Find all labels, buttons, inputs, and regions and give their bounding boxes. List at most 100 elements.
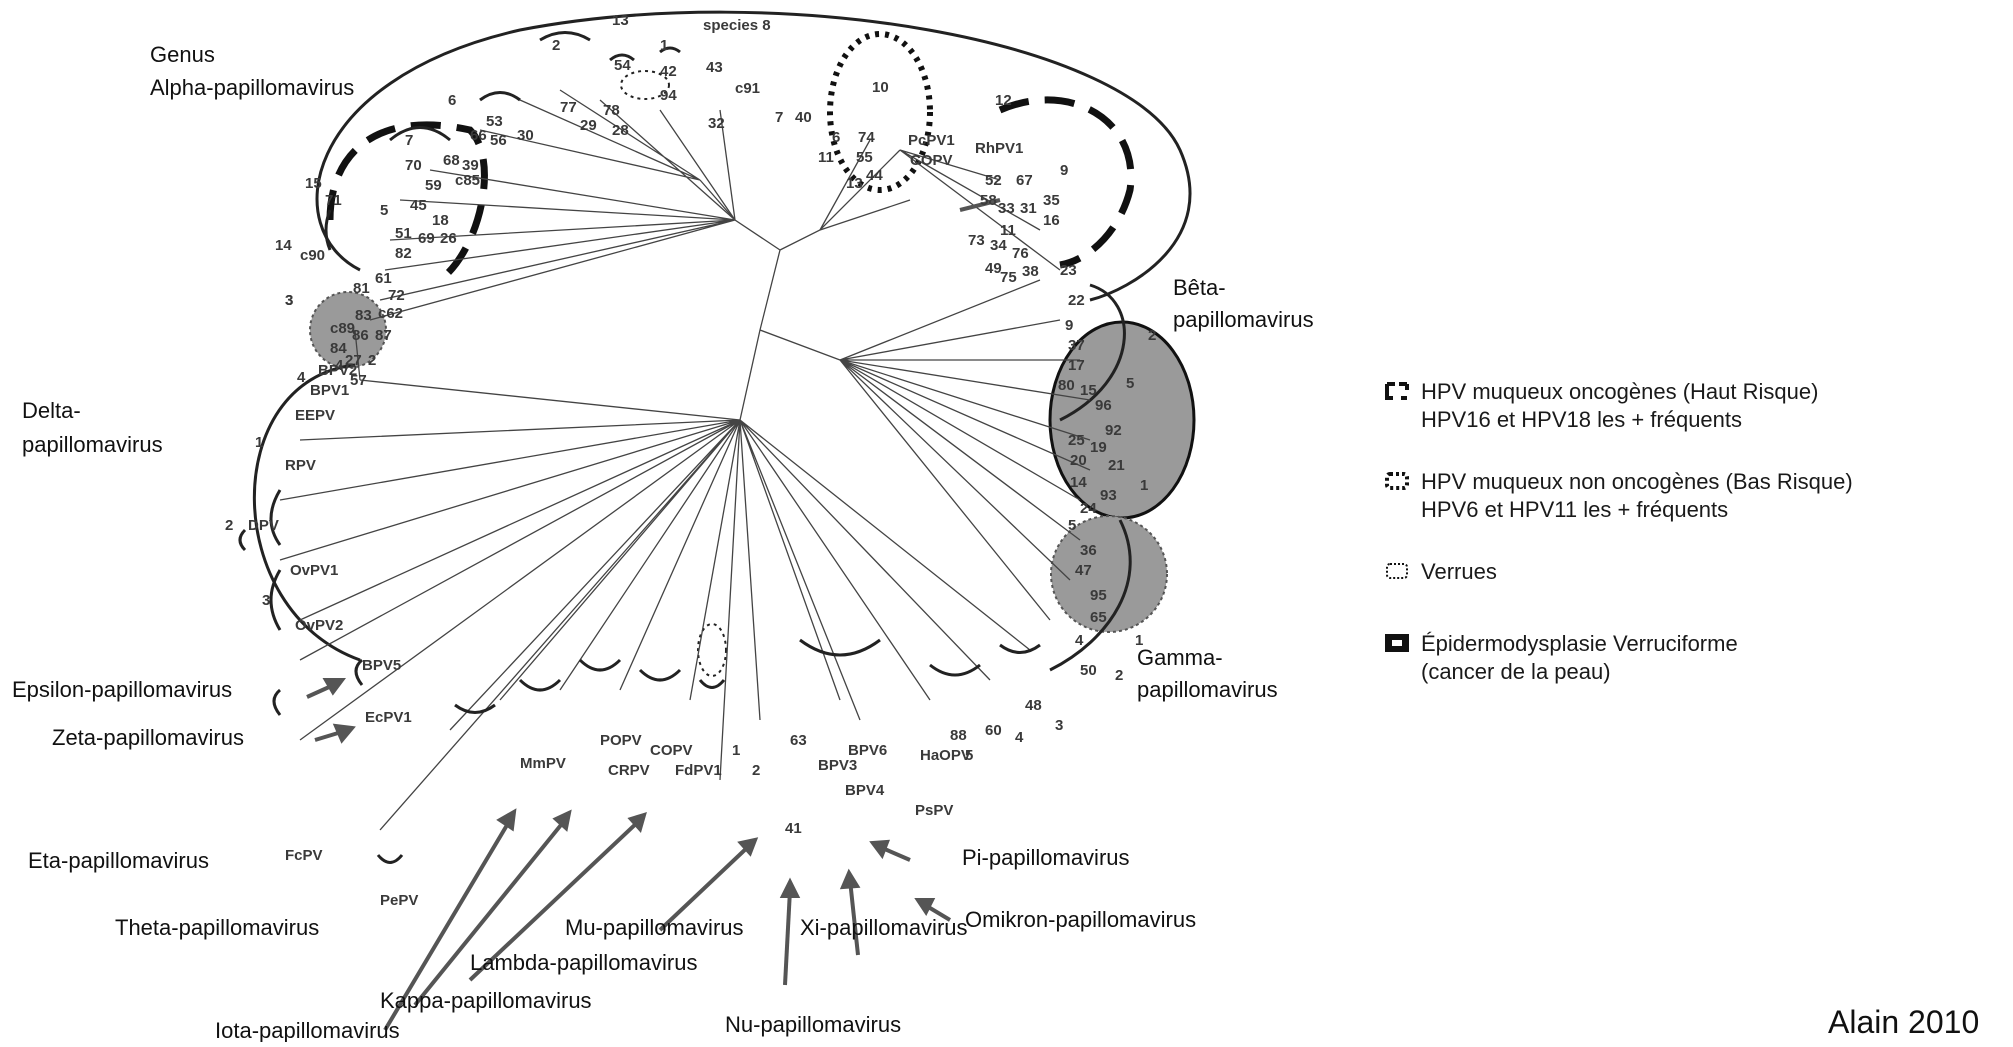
tag: 28 xyxy=(612,122,629,139)
tag: 7 xyxy=(405,132,413,149)
tag: c62 xyxy=(378,305,403,322)
tree-branches xyxy=(279,89,1091,831)
tag: 93 xyxy=(1100,487,1117,504)
tag: 1 xyxy=(732,742,740,759)
tag: 31 xyxy=(1020,200,1037,217)
tag: 29 xyxy=(580,117,597,134)
tag: 2 xyxy=(368,352,376,369)
label-beta-line1: Bêta- xyxy=(1173,275,1226,300)
legend-ev-line1: Épidermodysplasie Verruciforme xyxy=(1421,631,1738,656)
genus-arrows xyxy=(306,198,1001,1032)
tag: 51 xyxy=(395,225,412,242)
tag: PsPV xyxy=(915,802,953,819)
tag: 84 xyxy=(330,340,347,357)
tag: 9 xyxy=(1060,162,1068,179)
label-zeta: Zeta-papillomavirus xyxy=(52,725,244,750)
tag: 13 xyxy=(846,175,863,192)
label-eta: Eta-papillomavirus xyxy=(28,848,209,873)
tag: 77 xyxy=(560,99,577,116)
legend-high-risk-line2: HPV16 et HPV18 les + fréquents xyxy=(1421,407,1743,432)
label-xi: Xi-papillomavirus xyxy=(800,915,968,940)
tag: 66 xyxy=(470,127,487,144)
tag: 16 xyxy=(1043,212,1060,229)
legend-item-high-risk: HPV muqueux oncogènes (Haut Risque) HPV1… xyxy=(1385,378,2005,468)
tag: 94 xyxy=(660,87,677,104)
low-risk-enclosure-10 xyxy=(827,31,933,193)
tag: 15 xyxy=(1080,382,1097,399)
high-risk-enclosure-7 xyxy=(326,121,488,283)
delta-genus-arc xyxy=(252,363,361,662)
tag: 60 xyxy=(985,722,1002,739)
tag: 61 xyxy=(375,270,392,287)
label-delta-line2: papillomavirus xyxy=(22,432,163,457)
tag: 10 xyxy=(872,79,889,96)
legend-low-risk-line2: HPV6 et HPV11 les + fréquents xyxy=(1421,497,1729,522)
tag: 3 xyxy=(285,292,293,309)
tag: DPV xyxy=(248,517,279,534)
tag: 9 xyxy=(1065,317,1073,334)
label-alpha-line2: Alpha-papillomavirus xyxy=(150,75,354,100)
tag: 48 xyxy=(1025,697,1042,714)
tag: 1 xyxy=(255,434,263,451)
tag: 63 xyxy=(790,732,807,749)
gamma-genus-arc xyxy=(1049,519,1132,672)
tag: 27 xyxy=(345,352,362,369)
tag: 14 xyxy=(1070,474,1087,491)
tag: 40 xyxy=(795,109,812,126)
legend: HPV muqueux oncogènes (Haut Risque) HPV1… xyxy=(1385,378,2005,720)
tag: RhPV1 xyxy=(975,140,1023,157)
tag: 58 xyxy=(980,192,997,209)
tag: 67 xyxy=(1016,172,1033,189)
tag: PePV xyxy=(380,892,418,909)
dashed-bracket-icon xyxy=(1385,382,1409,400)
tag: 80 xyxy=(1058,377,1075,394)
tag: POPV xyxy=(600,732,642,749)
tag: BPV3 xyxy=(818,757,857,774)
tag: 42 xyxy=(660,63,677,80)
tag: 73 xyxy=(968,232,985,249)
tag: 5 xyxy=(380,202,388,219)
tag: 41 xyxy=(785,820,802,837)
tag: EEPV xyxy=(295,407,335,424)
solid-box-icon xyxy=(1385,634,1409,652)
tag: BPV1 xyxy=(310,382,349,399)
tag: 57 xyxy=(350,372,367,389)
tag: 2 xyxy=(1115,667,1123,684)
tag: 75 xyxy=(1000,269,1017,286)
highlight-circle-gamma1 xyxy=(1050,515,1168,633)
legend-item-low-risk: HPV muqueux non oncogènes (Bas Risque) H… xyxy=(1385,468,2005,558)
tag: 2 xyxy=(225,517,233,534)
tag: 50 xyxy=(1080,662,1097,679)
legend-item-ev: Épidermodysplasie Verruciforme (cancer d… xyxy=(1385,630,2005,720)
tag: 59 xyxy=(425,177,442,194)
tag: 7 xyxy=(775,109,783,126)
legend-high-risk-line1: HPV muqueux oncogènes (Haut Risque) xyxy=(1421,379,1819,404)
high-risk-enclosure-9 xyxy=(998,96,1135,269)
tag: 32 xyxy=(708,115,725,132)
tag: BPV4 xyxy=(845,782,885,799)
highlight-circle-alpha4 xyxy=(309,291,387,369)
tag: c89 xyxy=(330,320,355,337)
dotted-bold-box-icon xyxy=(1385,472,1409,490)
tag: 4 xyxy=(1075,632,1084,649)
tag: 88 xyxy=(950,727,967,744)
tag: 20 xyxy=(1070,452,1087,469)
label-theta: Theta-papillomavirus xyxy=(115,915,319,940)
tag: 4 xyxy=(297,369,306,386)
label-mu: Mu-papillomavirus xyxy=(565,915,744,940)
tag: 25 xyxy=(1068,432,1085,449)
tag: 17 xyxy=(1068,357,1085,374)
legend-low-risk-line1: HPV muqueux non oncogènes (Bas Risque) xyxy=(1421,469,1853,494)
label-lambda: Lambda-papillomavirus xyxy=(470,950,697,975)
tag: 5 xyxy=(1126,375,1134,392)
tag: 74 xyxy=(858,129,875,146)
tag: BPV6 xyxy=(848,742,887,759)
tag: 86 xyxy=(352,327,369,344)
tag: 38 xyxy=(1022,263,1039,280)
legend-item-warts: Verrues xyxy=(1385,558,2005,630)
tag: COPV xyxy=(650,742,693,759)
label-pi: Pi-papillomavirus xyxy=(962,845,1130,870)
dotted-box-icon xyxy=(1386,563,1408,579)
tag: 95 xyxy=(1090,587,1107,604)
